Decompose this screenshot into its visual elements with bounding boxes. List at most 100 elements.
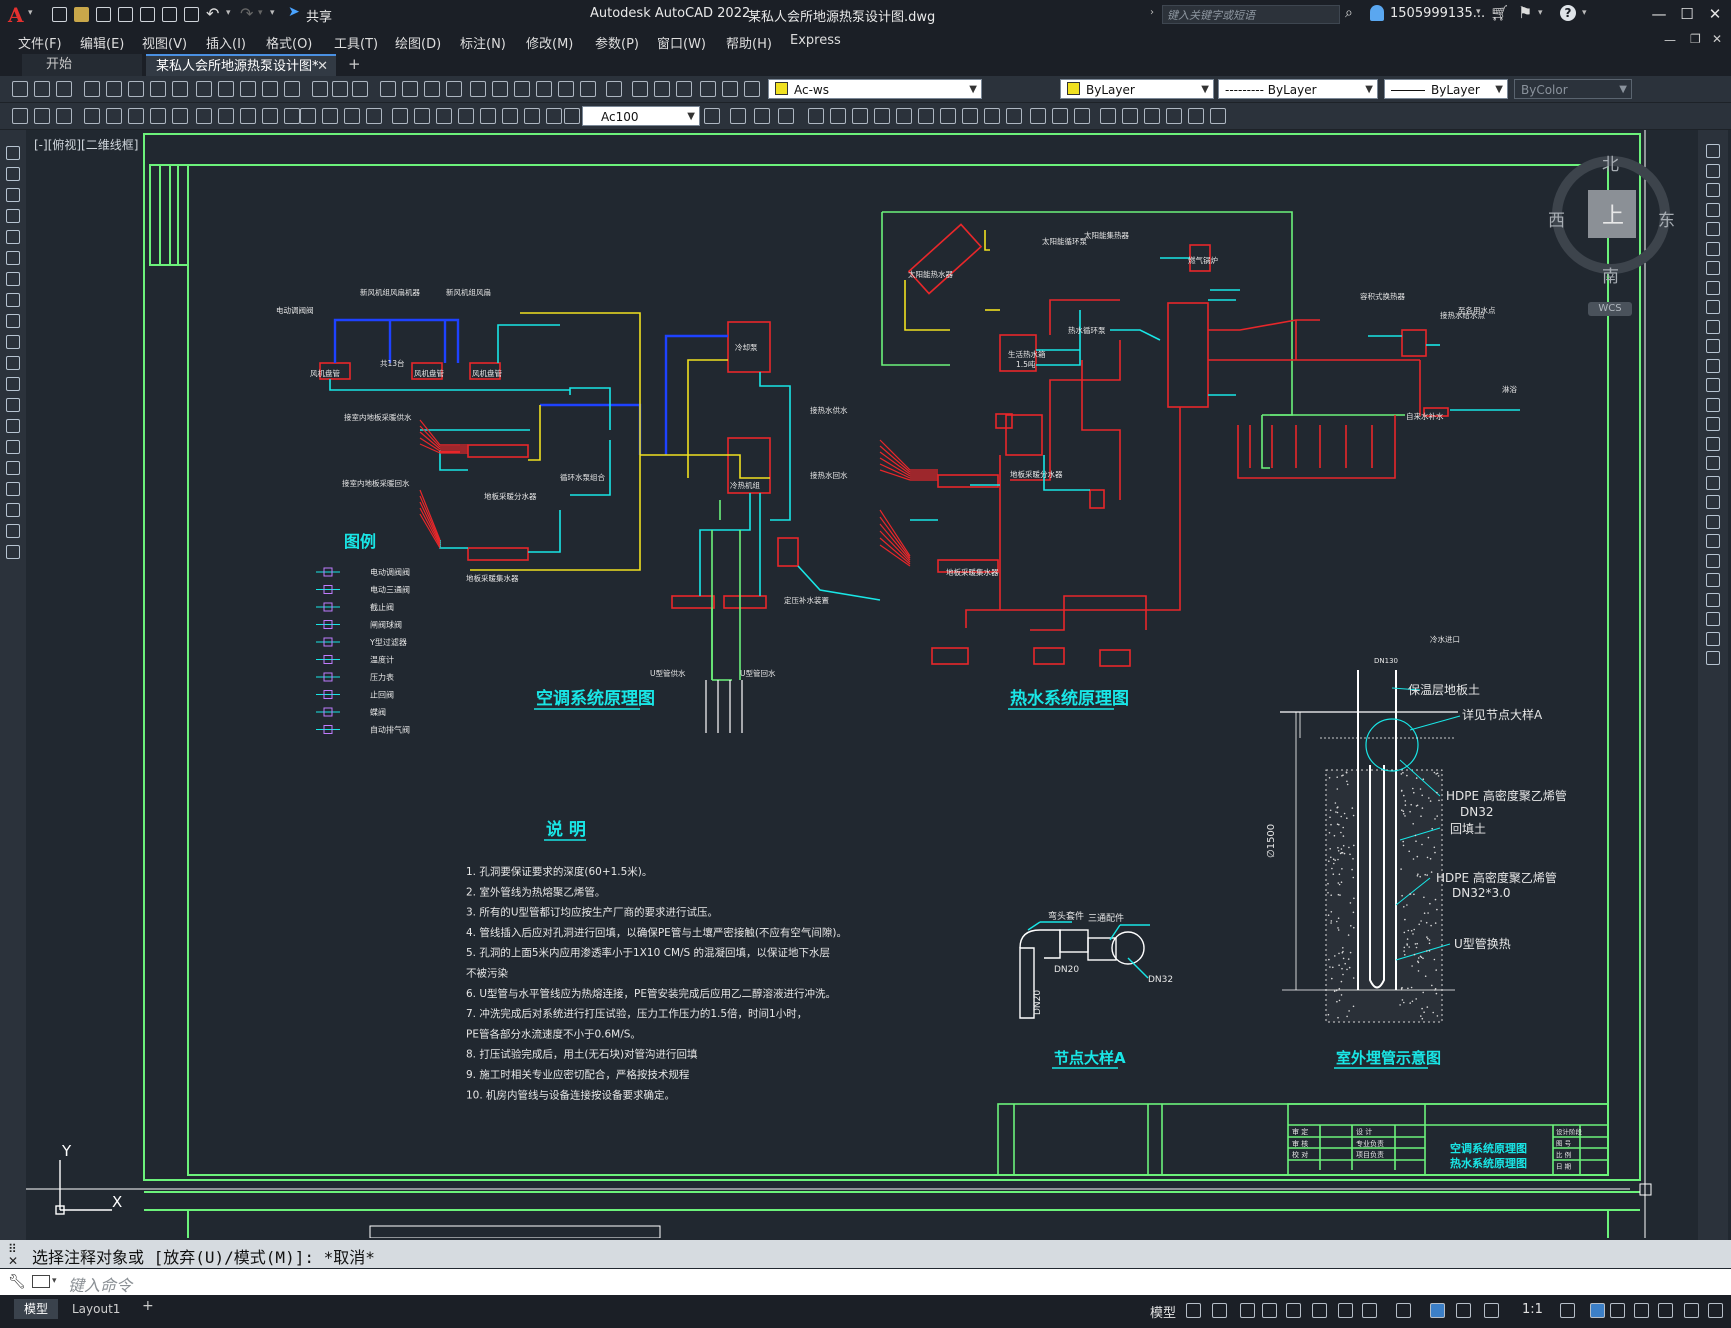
- standard-tool-icon-30[interactable]: [700, 81, 716, 97]
- modify-tool-icon-19[interactable]: [1706, 514, 1720, 529]
- customize-qat-icon[interactable]: ▾: [270, 8, 275, 18]
- dim-tool-icon-20[interactable]: [458, 108, 474, 124]
- search-expand-icon[interactable]: ›: [1150, 7, 1154, 18]
- lineweight-dropdown[interactable]: ByLayer▼: [1384, 79, 1508, 99]
- share-button[interactable]: 共享: [306, 10, 333, 25]
- annotation-scale-button[interactable]: 1:1: [1522, 1302, 1543, 1317]
- modify-tool-icon-7[interactable]: [1706, 280, 1720, 295]
- undo-icon[interactable]: ↶: [206, 4, 220, 23]
- draw-tool-icon-15[interactable]: [6, 461, 20, 475]
- modify-tool-icon-12[interactable]: [1706, 378, 1720, 392]
- standard-tool-icon-6[interactable]: [150, 81, 166, 97]
- draw-tool-icon-4[interactable]: [6, 230, 20, 244]
- dim-tool-icon-37[interactable]: [962, 108, 978, 124]
- viewcube-west-label[interactable]: 西: [1548, 211, 1565, 231]
- dim-tool-icon-3[interactable]: [84, 108, 100, 124]
- minimize-button[interactable]: —: [1651, 5, 1667, 23]
- help-icon[interactable]: ?: [1560, 5, 1576, 21]
- dim-tool-icon-19[interactable]: [436, 108, 452, 124]
- annotation-scale-dropdown[interactable]: Ac100▼: [582, 106, 700, 126]
- drawing-canvas[interactable]: Y X: [26, 130, 1698, 1238]
- standard-tool-icon-27[interactable]: [632, 81, 648, 97]
- modify-tool-icon-22[interactable]: [1706, 573, 1720, 587]
- new-tab-button[interactable]: +: [348, 55, 361, 73]
- new-file-icon[interactable]: [52, 7, 67, 22]
- draw-tool-icon-3[interactable]: [6, 209, 20, 223]
- wrench-icon[interactable]: 🔧︎: [8, 1274, 26, 1290]
- menu-help[interactable]: 帮助(H): [726, 37, 772, 52]
- status-toggle-icon-13[interactable]: [1590, 1303, 1605, 1318]
- tab-drawing[interactable]: 某私人会所地源热泵设计图* ✕: [146, 54, 336, 76]
- standard-tool-icon-12[interactable]: [284, 81, 300, 97]
- tab-close-icon[interactable]: ✕: [317, 59, 328, 74]
- draw-tool-icon-12[interactable]: [6, 398, 20, 412]
- standard-tool-icon-22[interactable]: [514, 81, 530, 97]
- standard-tool-icon-32[interactable]: [744, 81, 760, 97]
- status-toggle-icon-14[interactable]: [1610, 1303, 1625, 1318]
- standard-tool-icon-25[interactable]: [580, 81, 596, 97]
- status-toggle-icon-18[interactable]: [1708, 1303, 1723, 1318]
- status-toggle-icon-6[interactable]: [1338, 1303, 1353, 1318]
- dim-tool-icon-14[interactable]: [322, 108, 338, 124]
- viewport-controls[interactable]: [-][俯视][二维线框]: [34, 138, 139, 152]
- standard-tool-icon-13[interactable]: [312, 81, 328, 97]
- doc-close-icon[interactable]: ✕: [1712, 32, 1723, 46]
- viewcube-face[interactable]: [1588, 190, 1636, 238]
- menu-window[interactable]: 窗口(W): [657, 37, 706, 52]
- standard-tool-icon-17[interactable]: [402, 81, 418, 97]
- dim-tool-icon-23[interactable]: [524, 108, 540, 124]
- menu-draw[interactable]: 绘图(D): [395, 37, 442, 52]
- dim-tool-icon-32[interactable]: [852, 108, 868, 124]
- standard-tool-icon-8[interactable]: [196, 81, 212, 97]
- command-close-icon[interactable]: ⠿: [8, 1242, 17, 1256]
- standard-tool-icon-0[interactable]: [12, 81, 28, 97]
- dim-tool-icon-36[interactable]: [940, 108, 956, 124]
- dim-tool-icon-39[interactable]: [1006, 108, 1022, 124]
- a360-dropdown-icon[interactable]: ▾: [1538, 8, 1543, 18]
- standard-tool-icon-10[interactable]: [240, 81, 256, 97]
- dim-tool-icon-29[interactable]: [778, 108, 794, 124]
- menu-dimension[interactable]: 标注(N): [460, 37, 506, 52]
- dim-tool-icon-16[interactable]: [366, 108, 382, 124]
- recent-commands-chevron-icon[interactable]: ▾: [52, 1276, 57, 1286]
- modify-tool-icon-9[interactable]: [1706, 319, 1720, 334]
- modify-tool-icon-13[interactable]: [1706, 397, 1720, 412]
- menu-modify[interactable]: 修改(M): [526, 37, 574, 52]
- standard-tool-icon-9[interactable]: [218, 81, 234, 97]
- help-dropdown-icon[interactable]: ▾: [1582, 8, 1587, 18]
- modify-tool-icon-23[interactable]: [1706, 592, 1720, 607]
- dim-tool-icon-46[interactable]: [1166, 108, 1182, 124]
- menu-view[interactable]: 视图(V): [142, 37, 188, 52]
- status-toggle-icon-3[interactable]: [1262, 1303, 1277, 1318]
- standard-tool-icon-14[interactable]: [332, 81, 348, 97]
- dim-tool-icon-41[interactable]: [1052, 108, 1068, 124]
- standard-tool-icon-16[interactable]: [380, 81, 396, 97]
- menu-edit[interactable]: 编辑(E): [80, 37, 125, 52]
- search-icon[interactable]: ⌕: [1345, 5, 1353, 21]
- save-web-icon[interactable]: [162, 7, 177, 22]
- status-toggle-icon-5[interactable]: [1312, 1303, 1327, 1318]
- standard-tool-icon-5[interactable]: [128, 81, 144, 97]
- draw-tool-icon-19[interactable]: [6, 545, 20, 559]
- draw-tool-icon-6[interactable]: [6, 272, 20, 286]
- modify-tool-icon-2[interactable]: [1706, 183, 1720, 197]
- modify-tool-icon-17[interactable]: [1706, 475, 1720, 490]
- dim-tool-icon-7[interactable]: [172, 108, 188, 124]
- dim-tool-icon-9[interactable]: [218, 108, 234, 124]
- undo-dropdown-icon[interactable]: ▾: [226, 8, 231, 18]
- status-toggle-icon-17[interactable]: [1684, 1303, 1699, 1318]
- close-button[interactable]: ✕: [1708, 5, 1722, 23]
- dim-tool-icon-48[interactable]: [1210, 108, 1226, 124]
- status-toggle-icon-11[interactable]: [1484, 1303, 1499, 1318]
- modify-tool-icon-1[interactable]: [1706, 163, 1720, 178]
- dim-tool-icon-35[interactable]: [918, 108, 934, 124]
- modify-tool-icon-15[interactable]: [1706, 436, 1720, 451]
- dim-tool-icon-38[interactable]: [984, 108, 1000, 124]
- standard-tool-icon-21[interactable]: [492, 81, 508, 97]
- dim-tool-icon-18[interactable]: [414, 108, 430, 124]
- draw-tool-icon-7[interactable]: [6, 293, 20, 307]
- tab-layout1[interactable]: Layout1: [72, 1302, 121, 1316]
- draw-tool-icon-16[interactable]: [6, 482, 20, 496]
- draw-tool-icon-1[interactable]: [6, 167, 20, 181]
- draw-tool-icon-18[interactable]: [6, 524, 20, 538]
